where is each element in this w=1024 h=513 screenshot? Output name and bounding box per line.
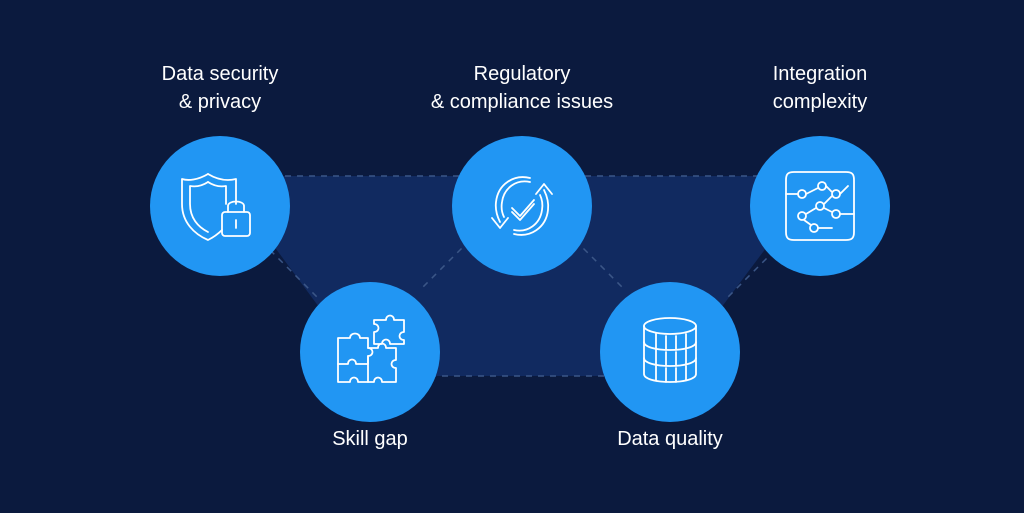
label-regulatory: Regulatory & compliance issues bbox=[402, 60, 642, 116]
database-icon bbox=[643, 317, 697, 383]
label-line: & compliance issues bbox=[430, 91, 614, 113]
sync-check-icon bbox=[491, 176, 553, 236]
node-data-security bbox=[150, 136, 290, 276]
label-line: & privacy bbox=[178, 91, 262, 113]
label-line: Data security bbox=[161, 63, 279, 85]
node-skill-gap bbox=[300, 282, 440, 422]
node-regulatory bbox=[452, 136, 592, 276]
label-skill-gap: Skill gap bbox=[270, 425, 470, 453]
label-line: Regulatory bbox=[473, 63, 571, 85]
label-data-security: Data security & privacy bbox=[120, 60, 320, 116]
label-line: Skill gap bbox=[332, 428, 408, 450]
shield-lock-icon bbox=[181, 173, 251, 241]
node-data-quality bbox=[600, 282, 740, 422]
node-integration bbox=[750, 136, 890, 276]
puzzle-icon bbox=[337, 314, 405, 383]
label-line: Integration bbox=[772, 63, 868, 85]
label-data-quality: Data quality bbox=[570, 425, 770, 453]
label-line: Data quality bbox=[617, 428, 723, 450]
label-line: complexity bbox=[772, 91, 868, 113]
circuit-network-icon bbox=[785, 171, 855, 241]
label-integration: Integration complexity bbox=[720, 60, 920, 116]
